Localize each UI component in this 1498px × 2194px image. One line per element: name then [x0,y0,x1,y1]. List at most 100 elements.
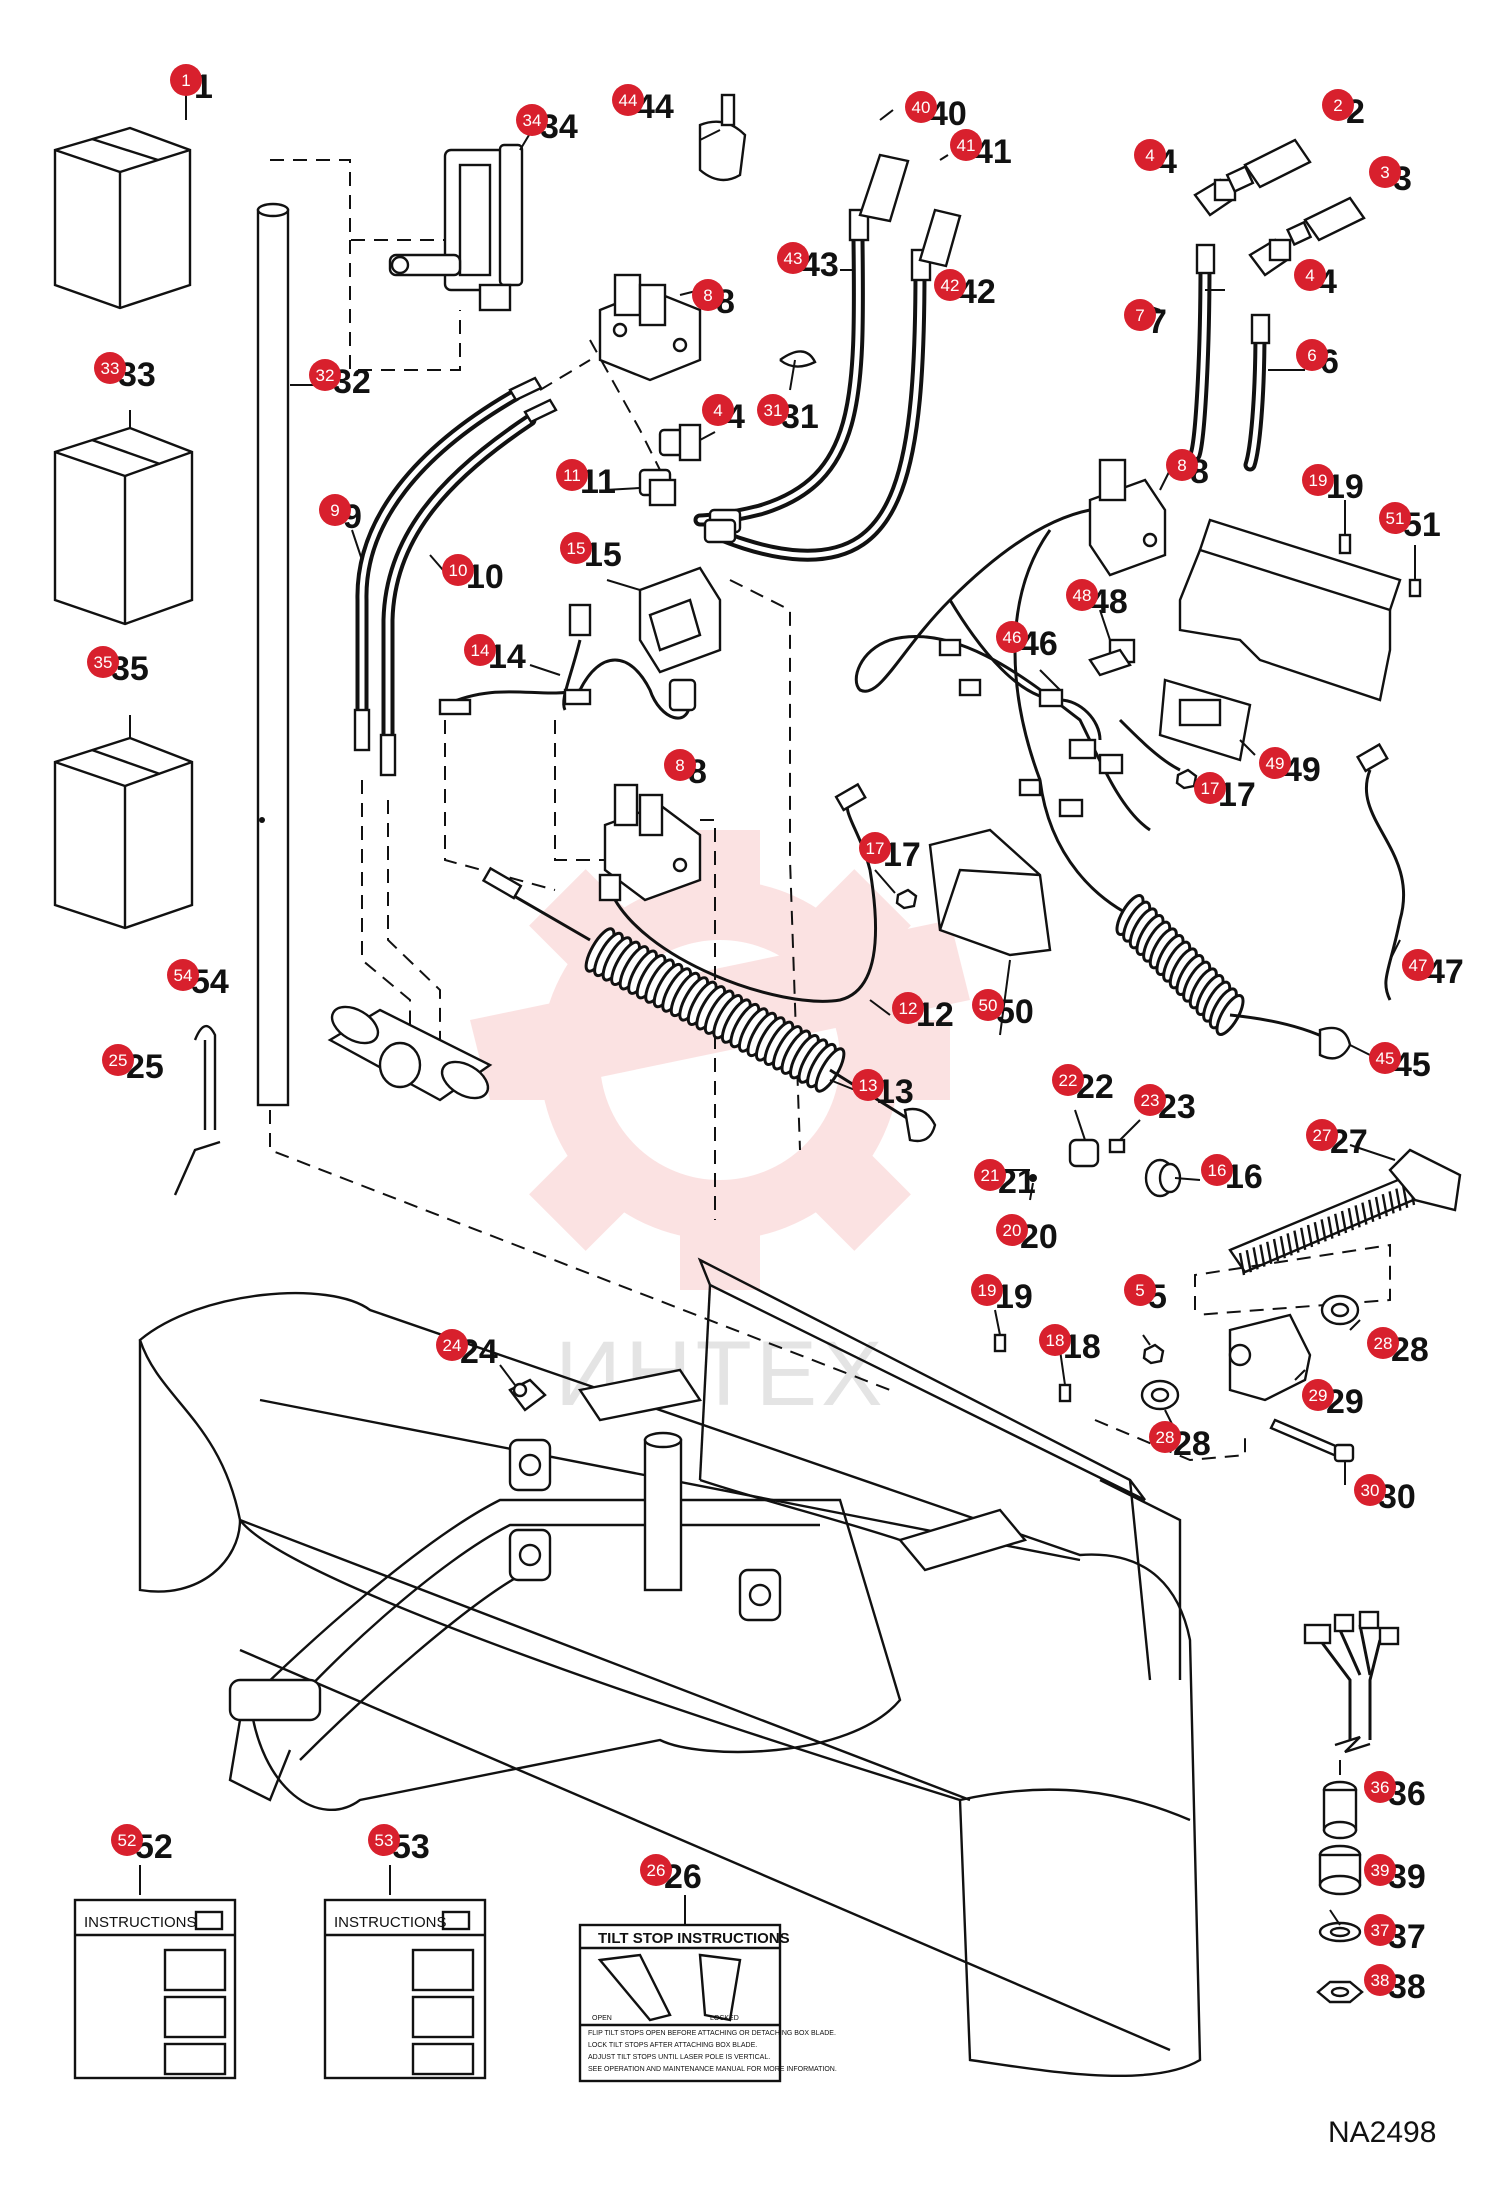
coupler-2 [1225,138,1312,193]
callout-badge-label: 51 [1386,509,1405,528]
callout-badge-label: 8 [675,756,684,775]
callout-badge [1134,139,1166,171]
callout-badge [464,634,496,666]
callout-badge-label: 44 [619,91,638,110]
callout-badge-label: 32 [316,366,335,385]
thread-line [1272,1238,1280,1262]
mounting-plate-right [897,1508,1028,1572]
callout-badge-label: 36 [1371,1778,1390,1797]
callout-badge [640,1854,672,1886]
thread-line [1368,1199,1375,1223]
callout-badge [1367,1327,1399,1359]
callout-badge [1364,1854,1396,1886]
callout-badge-label: 29 [1309,1386,1328,1405]
callout-badge [905,91,937,123]
callout-badge-label: 42 [941,276,960,295]
callout-badge-label: 53 [375,1831,394,1850]
callout-badge [1364,1771,1396,1803]
nut-28-b [1140,1379,1180,1411]
callout-badge [87,646,119,678]
thread-line [1340,1210,1348,1234]
callout-badge-label: 24 [443,1336,462,1355]
callout-badge-label: 35 [94,653,113,672]
instruction-sheet-52: INSTRUCTIONS [73,1898,237,2080]
pin-25 [173,1140,221,1196]
thread-line [1354,1205,1361,1228]
fitting-11 [638,468,677,507]
callout-badge-label: 17 [1201,779,1220,798]
callout-badge [1322,89,1354,121]
callout-badge [1066,579,1098,611]
callout-badge-label: 54 [174,966,193,985]
callout-badge [319,494,351,526]
dashed-guide [1194,1243,1391,1316]
thread-line [1381,1193,1388,1217]
callout-badge [1296,339,1328,371]
screw-51 [1408,578,1422,598]
coil-loops [584,927,846,1093]
callout-badge-label: 21 [981,1166,1000,1185]
thread-line [1388,1191,1395,1214]
bracket-29 [1228,1313,1312,1402]
callout-badge [1369,156,1401,188]
callout-badge-label: 17 [866,839,885,858]
dashed-guide [554,720,605,861]
thread-line [1395,1188,1402,1211]
bushing-16 [1144,1158,1182,1198]
callout-badge [1354,1474,1386,1506]
valve-8-top [598,273,702,382]
hairpin-54 [193,1025,217,1130]
callout-badge-label: 19 [1309,471,1328,490]
nut-5 [1142,1343,1165,1365]
callout-badge [1402,949,1434,981]
instruction-sheet-title: INSTRUCTIONS [84,1914,197,1931]
dashed-guide [589,339,661,471]
fitting-4-right-b [1248,238,1292,277]
decal-title: TILT STOP INSTRUCTIONS [598,1930,790,1947]
nut-38 [1316,1980,1364,2004]
callout-badge [950,129,982,161]
dashed-guide [444,720,556,891]
callout-badge [111,1824,143,1856]
pivot-brackets [508,1438,782,1622]
thread-line [1266,1241,1273,1265]
washer-37 [1318,1921,1362,1943]
callout-badge-label: 31 [764,401,783,420]
thread-line [1245,1249,1252,1273]
callout-badge-label: 3 [1380,163,1389,182]
connector-44 [698,93,747,182]
thread-line [1320,1219,1327,1242]
callout-badge-label: 52 [118,1831,137,1850]
harness-36 [1303,1610,1400,1754]
callout-badge-label: 19 [978,1281,997,1300]
callout-badge [892,992,924,1024]
callout-badge [612,84,644,116]
callout-badge [1302,464,1334,496]
watermark [470,830,970,1290]
callout-badge-label: 22 [1059,1071,1078,1090]
harness-14 [438,603,697,720]
rod-27 [1228,1148,1462,1276]
thread-line [1300,1227,1307,1251]
callout-badge-label: 28 [1156,1428,1175,1447]
callout-badge [974,1159,1006,1191]
dashed-guide [539,359,591,391]
callout-badge-label: 18 [1046,1331,1065,1350]
callout-badge-label: 15 [567,539,586,558]
screw-18 [1058,1383,1072,1403]
callout-badge [996,621,1028,653]
callout-badge-label: 45 [1376,1049,1395,1068]
nut-17-right [1175,768,1198,790]
dashed-guide [700,819,716,1220]
screw-19-mid [993,1333,1007,1353]
callout-badge-label: 23 [1141,1091,1160,1110]
dashed-guide [1094,1419,1246,1462]
callout-badge [1134,1084,1166,1116]
laser-pole-32 [256,202,290,1107]
box-1 [53,126,192,310]
decal-bullet: SEE OPERATION AND MAINTENANCE MANUAL FOR… [588,2066,837,2073]
fitting-4-right-a [1193,178,1237,217]
callout-badge [1306,1119,1338,1151]
hoses-6-7 [1188,243,1271,472]
dashed-guide [361,780,411,1060]
